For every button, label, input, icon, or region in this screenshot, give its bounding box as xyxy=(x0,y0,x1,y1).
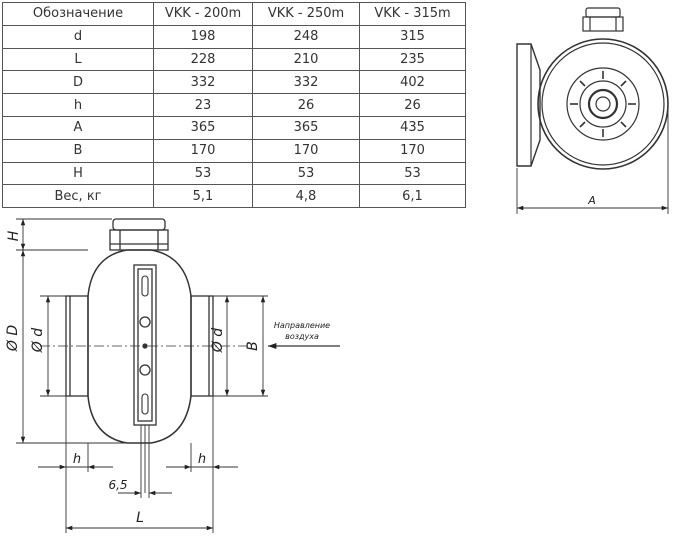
col-header-vkk-250m: VKK - 250m xyxy=(252,2,360,26)
table-cell: 365 xyxy=(252,115,360,140)
side-view xyxy=(40,218,250,493)
dim-line-A xyxy=(516,108,669,214)
col-header-vkk-315m: VKK - 315m xyxy=(359,2,466,26)
table-cell: 332 xyxy=(153,70,253,95)
terminal-box xyxy=(582,7,624,32)
motor-ring xyxy=(579,80,627,128)
strip-slot-top xyxy=(141,275,149,297)
motor-vents xyxy=(570,71,636,137)
motor-hub xyxy=(587,88,619,120)
housing-outer-circle xyxy=(537,38,669,170)
side-terminal-box xyxy=(109,218,169,251)
motor-outer-ring xyxy=(566,67,640,141)
strip-hole-3 xyxy=(139,364,151,376)
motor-shaft xyxy=(595,96,611,112)
table-row: Вес, кг 5,1 4,8 6,1 xyxy=(2,184,466,209)
dim-label-H: H xyxy=(6,230,22,241)
side-dimensions xyxy=(16,218,340,533)
table-cell: 332 xyxy=(252,70,360,95)
strip-slot-bottom xyxy=(141,393,149,415)
mounting-bracket xyxy=(516,43,541,167)
spec-table: Обозначение VKK - 200m VKK - 250m VKK - … xyxy=(2,2,466,209)
row-label: Вес, кг xyxy=(2,184,154,209)
table-row: D 332 332 402 xyxy=(2,70,466,95)
dim-label-gap: 6,5 xyxy=(108,478,127,492)
mounting-strip xyxy=(133,264,157,493)
table-cell: 5,1 xyxy=(153,184,253,209)
dim-label-A: A xyxy=(587,194,596,207)
dim-label-d-right: Ø d xyxy=(210,328,226,353)
table-cell: 4,8 xyxy=(252,184,360,209)
table-row: A 365 365 435 xyxy=(2,115,466,140)
dim-label-D: Ø D xyxy=(5,325,21,352)
table-cell: 6,1 xyxy=(359,184,466,209)
airflow-label-line1: Направление xyxy=(274,321,330,330)
dim-label-L: L xyxy=(136,510,144,526)
table-header-row: Обозначение VKK - 200m VKK - 250m VKK - … xyxy=(2,2,466,26)
housing-inner-circle xyxy=(541,42,665,166)
dim-label-B: B xyxy=(245,341,261,351)
fan-body xyxy=(87,249,192,444)
col-header-designation: Обозначение xyxy=(2,2,154,26)
dim-label-h-left: h xyxy=(73,452,81,467)
dim-label-h-right: h xyxy=(198,452,206,467)
front-view xyxy=(516,7,669,214)
strip-hole-1 xyxy=(139,316,151,328)
dim-label-d-left: Ø d xyxy=(30,328,46,353)
airflow-label-line2: воздуха xyxy=(285,332,319,341)
